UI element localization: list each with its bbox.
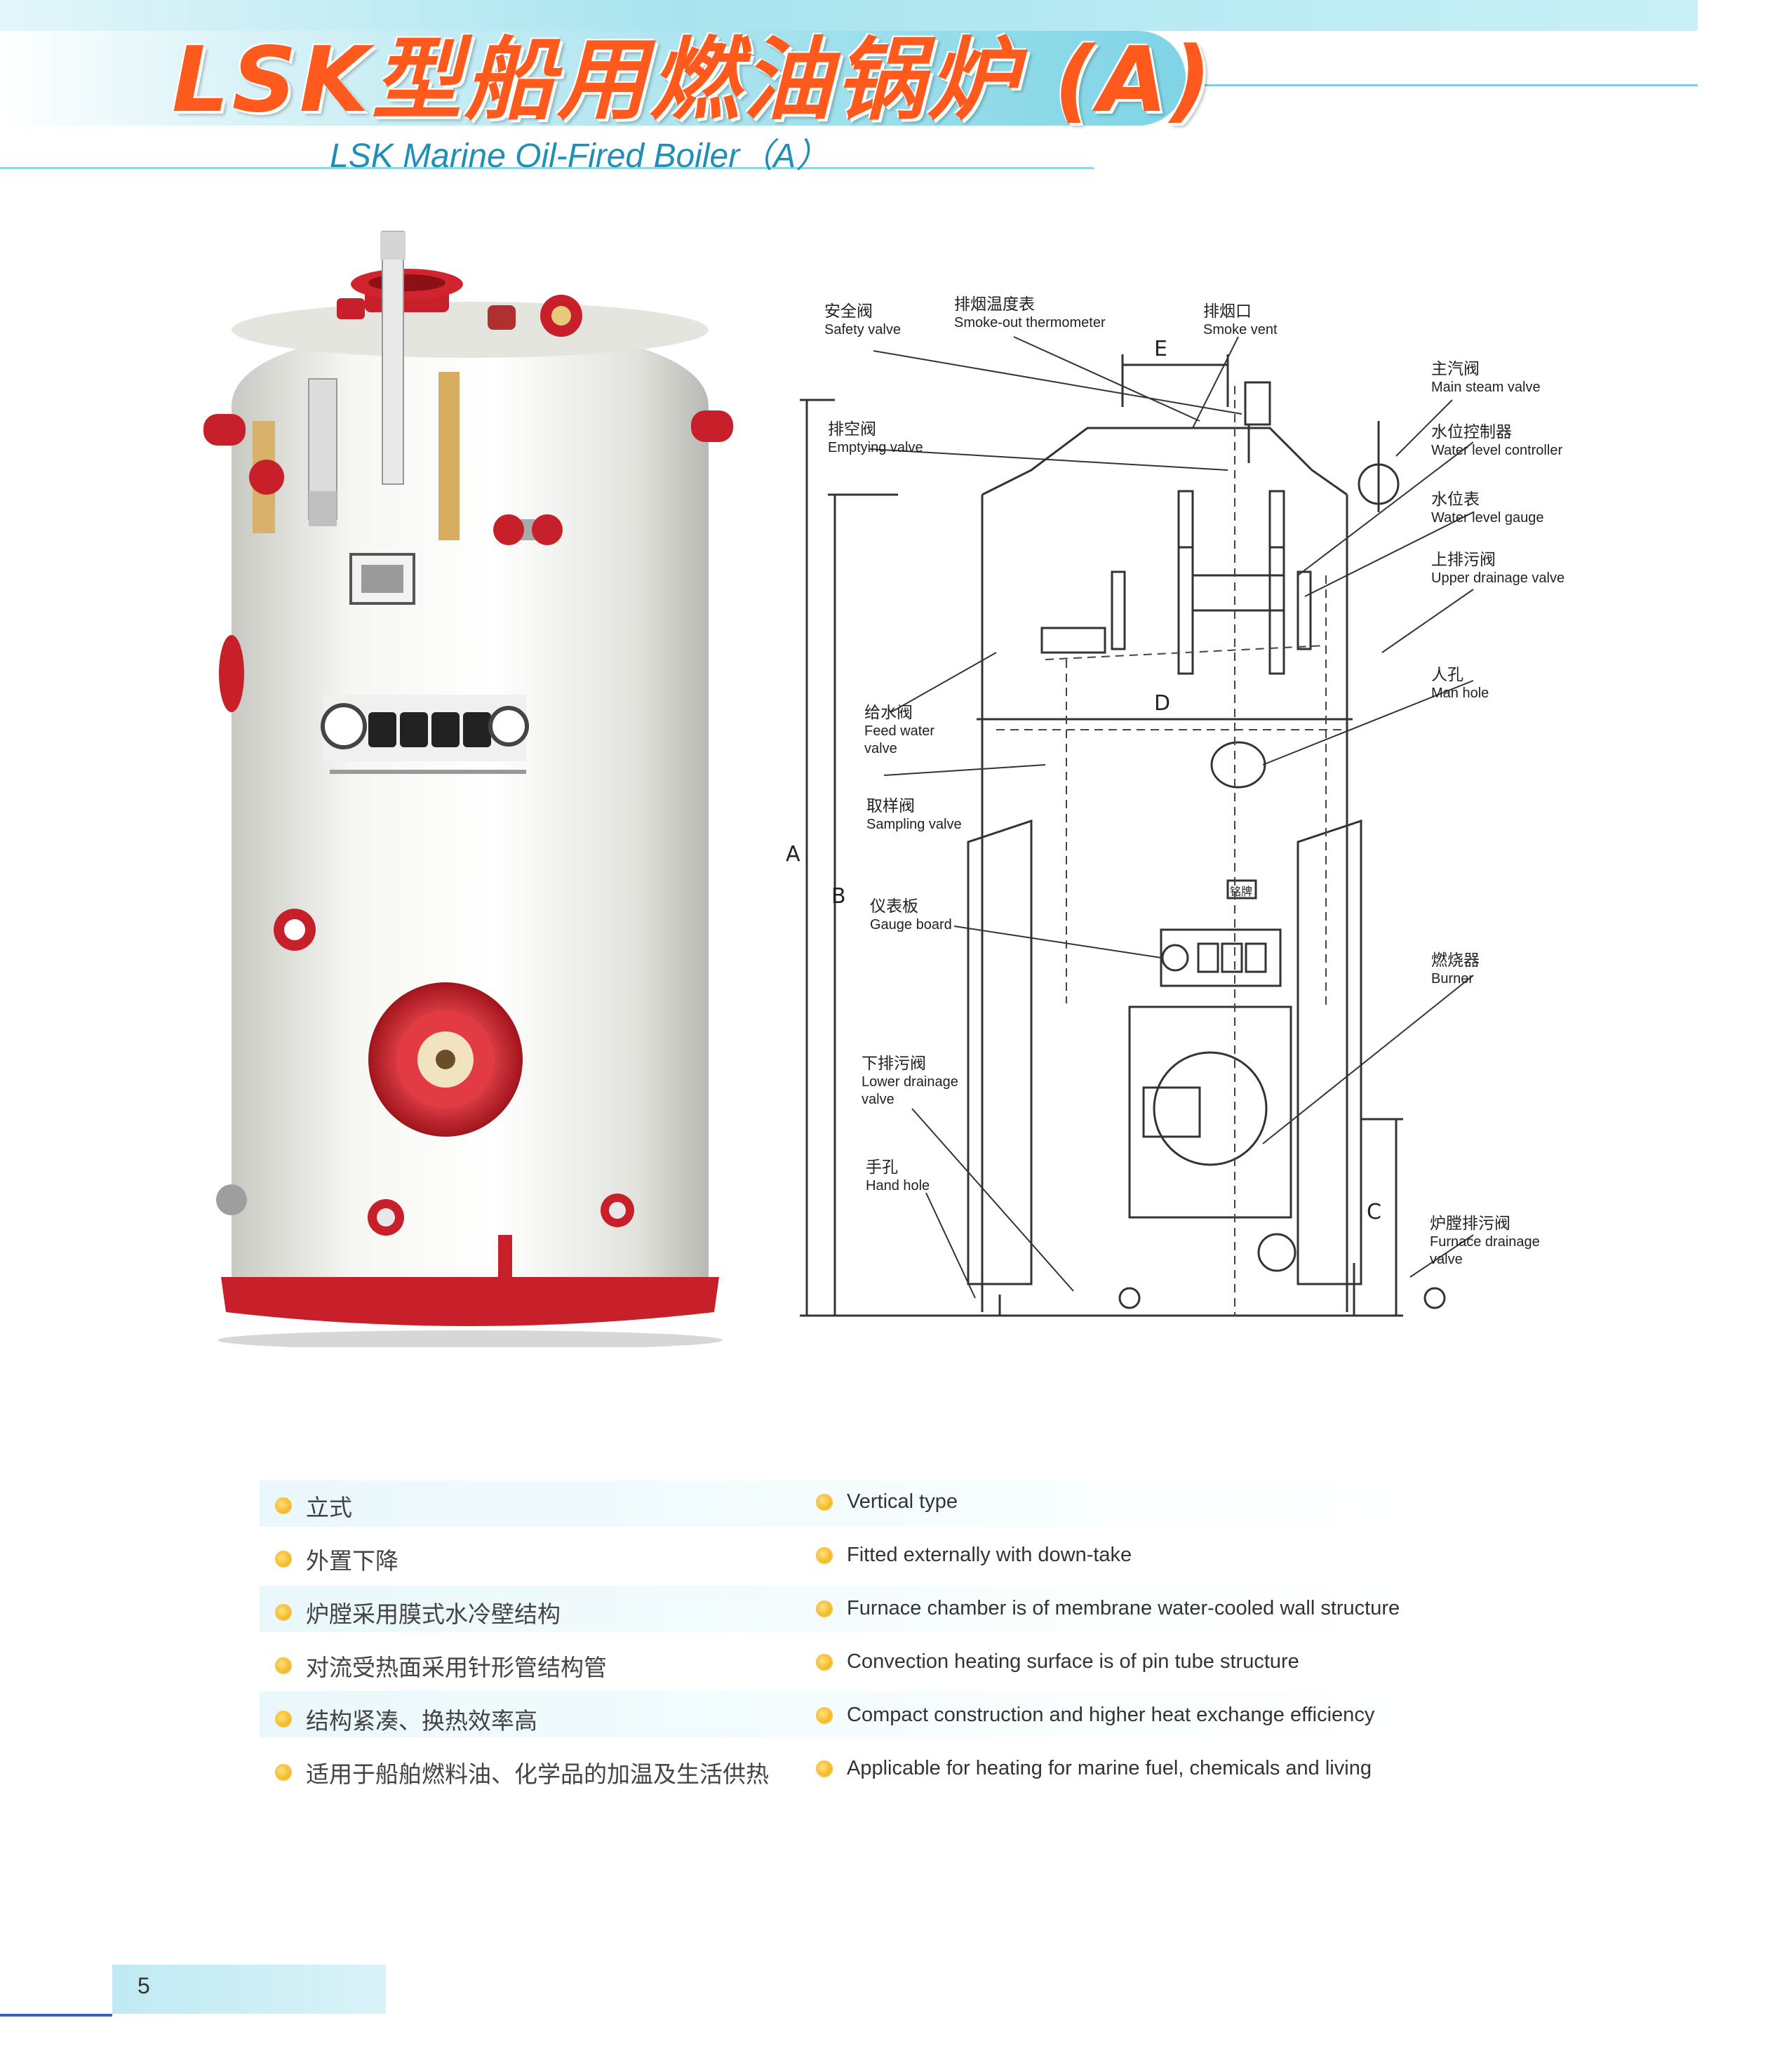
bullet-icon: [275, 1604, 292, 1621]
header-band: [0, 0, 1698, 31]
bullet-icon: [816, 1600, 833, 1617]
bullet-icon: [275, 1711, 292, 1727]
bullet-icon: [816, 1760, 833, 1777]
bullet-icon: [816, 1546, 833, 1564]
dimension-a-label: A: [786, 842, 800, 867]
feature-zh-item: 立式: [275, 1489, 352, 1523]
bullet-icon: [816, 1706, 833, 1724]
feature-zh-item: 炉膛采用膜式水冷壁结构: [275, 1596, 561, 1629]
feature-row-bg: [260, 1481, 1424, 1527]
header-rule: [1179, 84, 1698, 86]
bullet-icon: [816, 1493, 833, 1511]
feature-row-bg: [260, 1691, 1424, 1737]
feature-en-item: Furnace chamber is of membrane water-coo…: [816, 1597, 1400, 1620]
feature-en-item: Fitted externally with down-take: [816, 1544, 1132, 1567]
page-subtitle: LSK Marine Oil-Fired Boiler（A）: [330, 138, 830, 175]
bullet-icon: [275, 1497, 292, 1514]
dimension-b-label: B: [831, 884, 846, 909]
nameplate-label: 铭牌: [1230, 885, 1253, 898]
bullet-icon: [275, 1657, 292, 1674]
footer-band: [112, 1965, 386, 2014]
dimension-e-label: E: [1154, 337, 1167, 361]
dimension-d-label: D: [1154, 691, 1171, 716]
header-divider: [0, 167, 1094, 169]
footer-rule: [0, 2014, 112, 2017]
page-title: LSK型船用燃油锅炉 (A): [172, 28, 1214, 133]
header-swoosh: [0, 31, 1186, 126]
boiler-photo: [203, 231, 733, 1347]
feature-en-item: Convection heating surface is of pin tub…: [816, 1650, 1299, 1673]
bullet-icon: [275, 1551, 292, 1568]
feature-en-item: Applicable for heating for marine fuel, …: [816, 1757, 1372, 1780]
feature-en-item: Compact construction and higher heat exc…: [816, 1704, 1374, 1727]
bullet-icon: [275, 1764, 292, 1781]
page-number: 5: [138, 1973, 150, 1998]
feature-zh-item: 结构紧凑、换热效率高: [275, 1702, 537, 1736]
feature-zh-item: 对流受热面采用针形管结构管: [275, 1649, 607, 1683]
feature-en-item: Vertical type: [816, 1490, 958, 1513]
feature-zh-item: 适用于船舶燃料油、化学品的加温及生活供热: [275, 1756, 769, 1789]
dimension-c-label: C: [1367, 1200, 1381, 1224]
feature-zh-item: 外置下降: [275, 1542, 398, 1576]
feature-row-bg: [260, 1586, 1424, 1632]
bullet-icon: [816, 1653, 833, 1671]
diagram-linework: [800, 336, 1474, 1317]
